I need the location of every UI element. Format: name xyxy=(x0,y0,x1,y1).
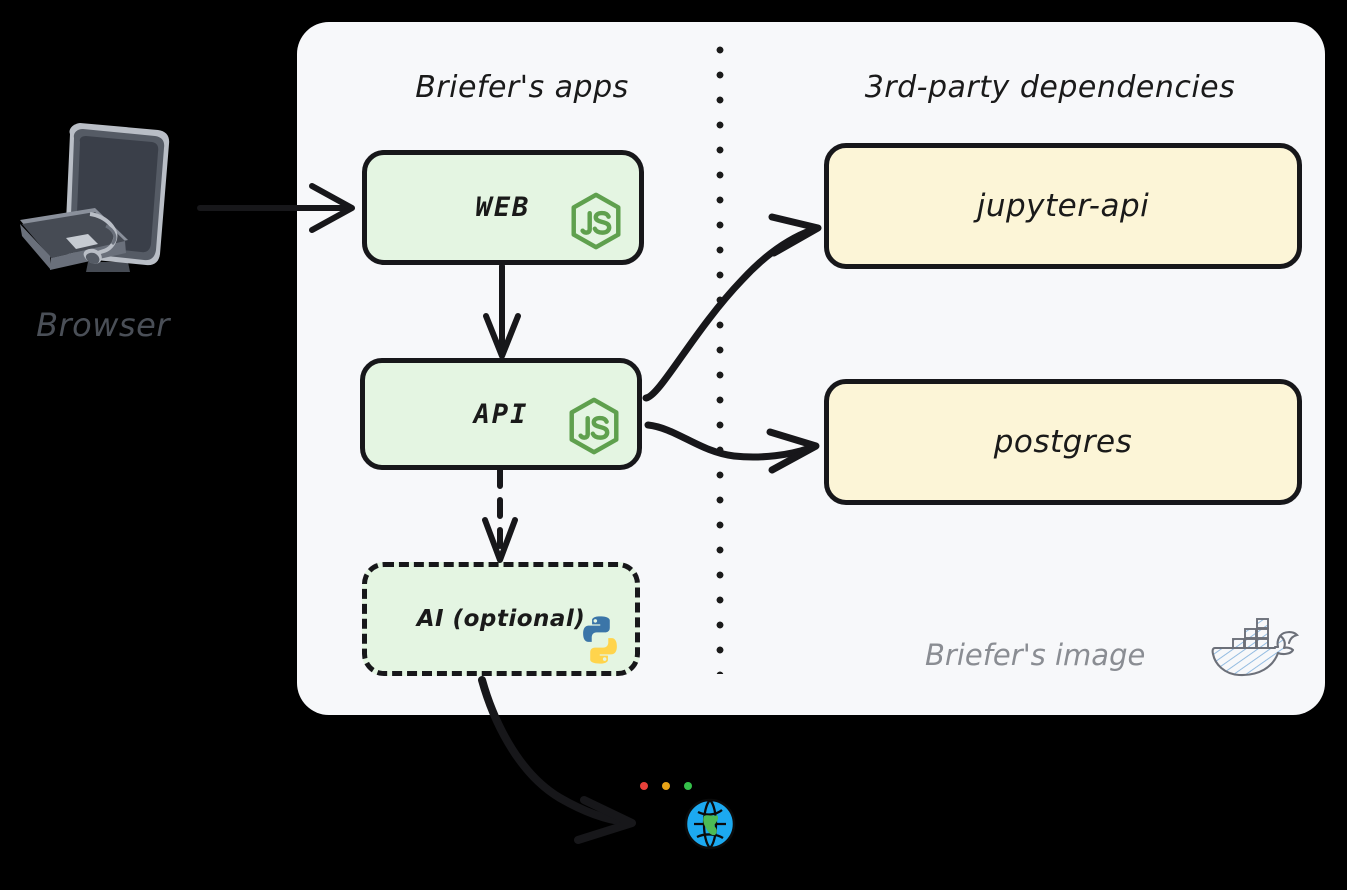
node-web[interactable]: WEB xyxy=(362,150,644,265)
node-postgres[interactable]: postgres xyxy=(824,379,1302,505)
node-ai-label: AI (optional) xyxy=(416,606,586,632)
desktop-computer-icon xyxy=(10,112,190,302)
section-divider xyxy=(716,46,724,674)
window-dot-red xyxy=(640,782,648,790)
python-icon xyxy=(573,613,627,667)
browser-label: Browser xyxy=(36,306,170,344)
section-title-third-party-dependencies: 3rd-party dependencies xyxy=(864,70,1236,105)
node-api-label: API xyxy=(473,398,529,430)
section-title-briefers-apps: Briefer's apps xyxy=(415,70,629,105)
window-dot-yellow xyxy=(662,782,670,790)
docker-whale-icon xyxy=(1205,617,1305,685)
window-dot-green xyxy=(684,782,692,790)
node-jupyter-api[interactable]: jupyter-api xyxy=(824,143,1302,269)
nodejs-icon xyxy=(563,395,625,457)
node-web-label: WEB xyxy=(475,192,531,223)
globe-icon xyxy=(684,798,736,850)
node-ai-optional[interactable]: AI (optional) xyxy=(362,562,640,676)
node-api[interactable]: API xyxy=(360,358,642,470)
node-postgres-label: postgres xyxy=(993,424,1133,460)
browser-window-dots xyxy=(640,782,700,792)
briefers-image-caption: Briefer's image xyxy=(925,638,1146,672)
nodejs-icon xyxy=(565,190,627,252)
node-jupyter-api-label: jupyter-api xyxy=(976,188,1150,224)
